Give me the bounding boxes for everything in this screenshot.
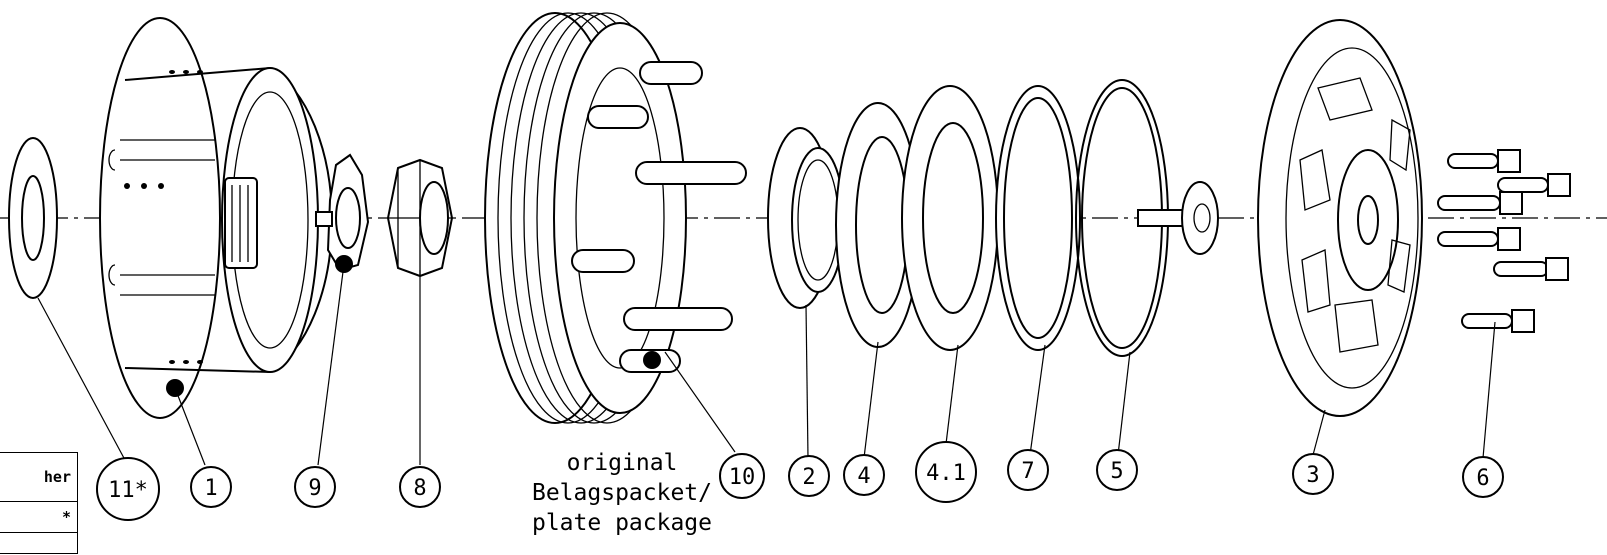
callout-4: 4 <box>843 454 885 496</box>
callout-1: 1 <box>190 466 232 508</box>
svg-text:5: 5 <box>1110 459 1123 484</box>
callout-11: 11* <box>96 457 160 521</box>
plate-package <box>484 12 747 424</box>
part-1-clutch-basket <box>99 17 333 419</box>
part-3-pressure-plate <box>1257 19 1423 417</box>
leader-lines <box>37 263 1496 466</box>
svg-text:4: 4 <box>857 464 870 489</box>
plate-package-note: original Belagspacket/ plate package <box>502 448 742 538</box>
part-4-plate <box>835 102 921 348</box>
svg-text:1: 1 <box>204 476 217 501</box>
part-11-washer <box>8 137 58 299</box>
part-6-bolts <box>1437 149 1571 333</box>
note-line-2: Belagspacket/ <box>531 480 712 506</box>
note-line-1: original <box>566 450 678 476</box>
callout-4-1: 4.1 <box>915 441 977 503</box>
part-5-spring-ring <box>1075 79 1219 357</box>
svg-text:11*: 11* <box>108 478 148 503</box>
table-header-cell: her <box>0 452 78 502</box>
callout-5: 5 <box>1096 449 1138 491</box>
svg-text:7: 7 <box>1021 459 1034 484</box>
svg-text:4.1: 4.1 <box>926 461 966 486</box>
svg-text:2: 2 <box>802 465 815 490</box>
part-7-ring <box>995 85 1081 351</box>
callouts: 11* 1 9 8 10 2 4 4.1 <box>96 441 1504 521</box>
svg-text:8: 8 <box>413 476 426 501</box>
part-2-bearing-holder <box>767 127 845 309</box>
table-empty-cell <box>0 532 78 554</box>
svg-text:9: 9 <box>308 476 321 501</box>
callout-10: 10 <box>719 453 765 499</box>
callout-8: 8 <box>399 466 441 508</box>
parts-table: her * <box>0 452 78 554</box>
svg-text:10: 10 <box>729 465 756 490</box>
table-row-cell: * <box>0 501 78 533</box>
callout-6: 6 <box>1462 456 1504 498</box>
note-line-3: plate package <box>531 510 712 536</box>
callout-2: 2 <box>788 455 830 497</box>
part-4-1-plate <box>901 85 999 351</box>
svg-text:6: 6 <box>1476 466 1489 491</box>
svg-text:3: 3 <box>1306 463 1319 488</box>
callout-9: 9 <box>294 466 336 508</box>
callout-7: 7 <box>1007 449 1049 491</box>
part-8-nut <box>386 158 454 278</box>
callout-3: 3 <box>1292 453 1334 495</box>
part-9-lock-washer <box>315 153 370 273</box>
